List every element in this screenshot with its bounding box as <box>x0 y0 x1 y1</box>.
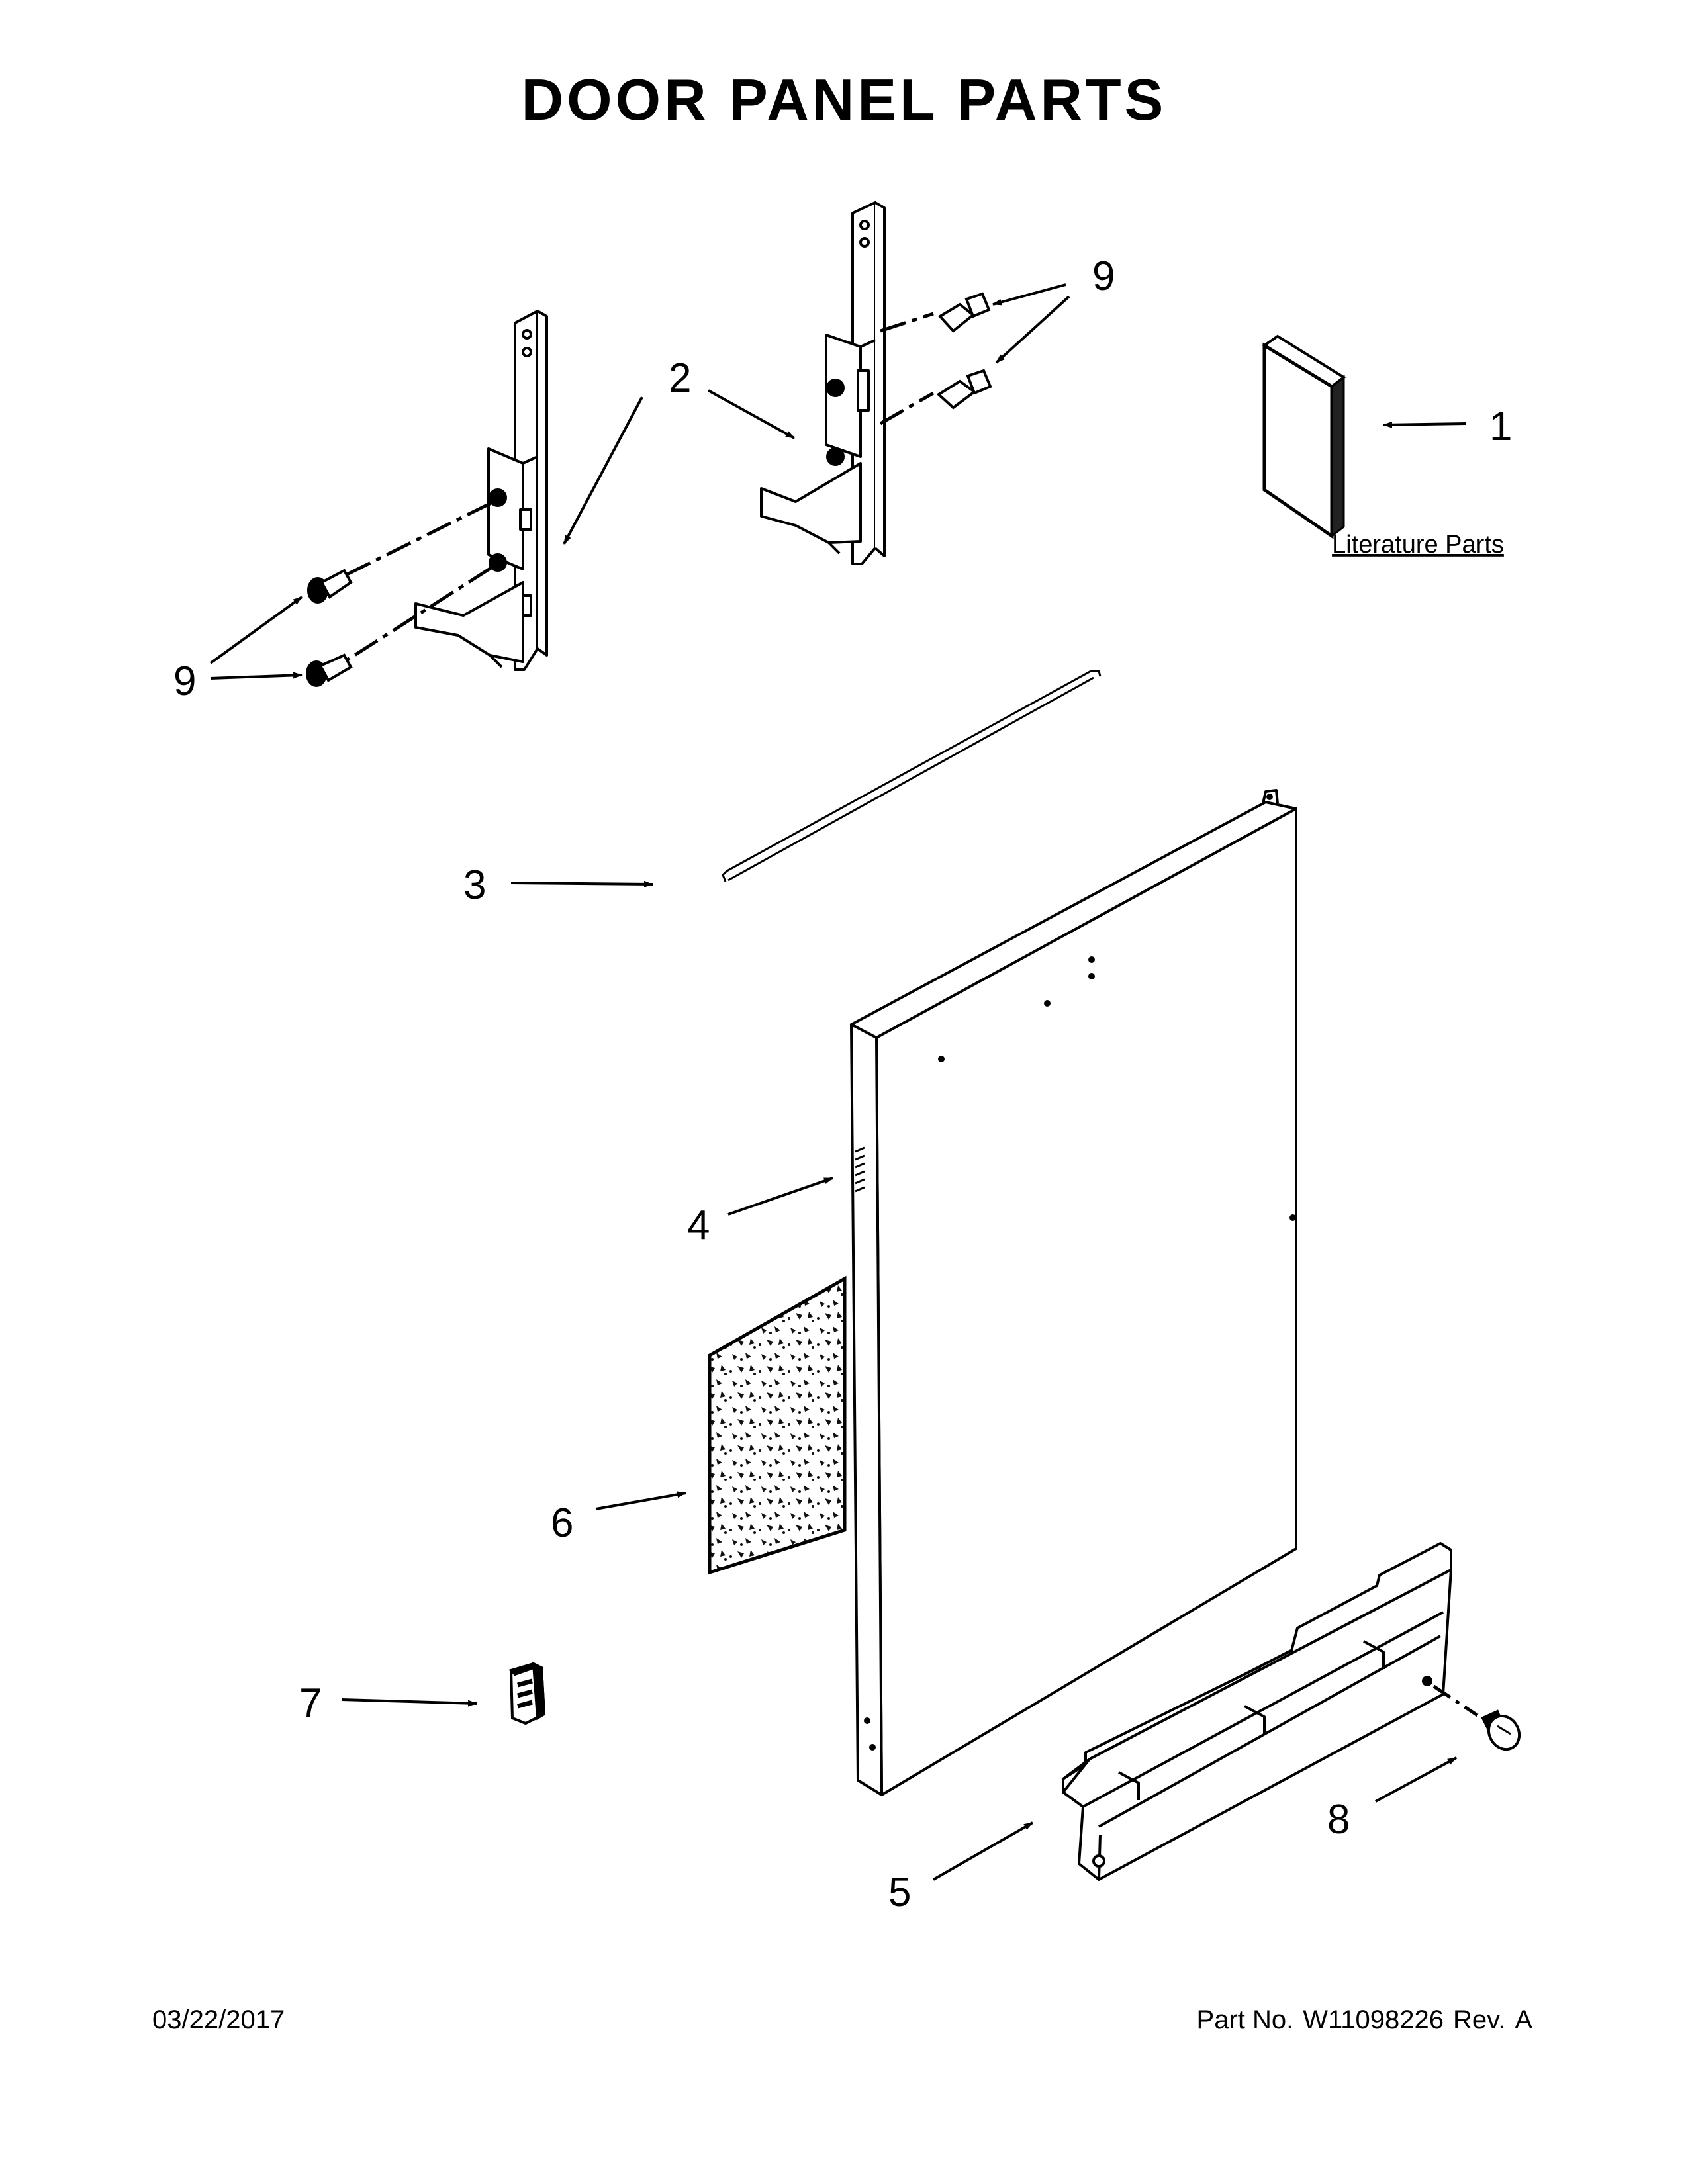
callout-5: 5 <box>888 1870 911 1915</box>
door-panel-part-4 <box>850 789 1297 1796</box>
rev-value: A <box>1515 2005 1532 2034</box>
part-no-value: W11098226 <box>1303 2005 1444 2034</box>
insulation-pad-part-6 <box>708 1275 847 1575</box>
callout-9-right: 9 <box>1092 253 1115 299</box>
hinge-screw-left-lower <box>306 653 353 687</box>
callout-3: 3 <box>463 862 486 908</box>
callout-9-left: 9 <box>173 659 196 704</box>
trim-screw-part-8 <box>1481 1709 1521 1751</box>
footer-date: 03/22/2017 <box>152 2005 285 2034</box>
bottom-trim-bracket-part-5 <box>1062 1542 1452 1881</box>
literature-parts-label: Literature Parts <box>1332 531 1504 559</box>
callout-4: 4 <box>687 1203 710 1248</box>
footer-part-number: Part No. W11098226 Rev. A <box>1188 2005 1532 2035</box>
callout-8: 8 <box>1327 1797 1350 1843</box>
hinge-screw-right-upper <box>937 292 991 333</box>
callout-6: 6 <box>551 1500 573 1546</box>
left-hinge-bracket-part-2 <box>414 310 548 671</box>
hinge-screw-right-lower <box>936 369 992 410</box>
door-rod-part-3 <box>722 670 1102 882</box>
callout-7: 7 <box>299 1680 322 1726</box>
hinge-screw-left-upper <box>307 569 353 604</box>
right-hinge-bracket-part-2 <box>760 201 886 565</box>
callout-1: 1 <box>1489 404 1512 449</box>
part-no-label: Part No. <box>1196 2005 1294 2034</box>
rev-label: Rev. <box>1453 2005 1506 2034</box>
page-title: DOOR PANEL PARTS <box>521 67 1167 132</box>
panel-clip-part-7 <box>508 1661 546 1725</box>
literature-booklet-part-1 <box>1262 334 1467 539</box>
callout-2: 2 <box>669 355 691 401</box>
